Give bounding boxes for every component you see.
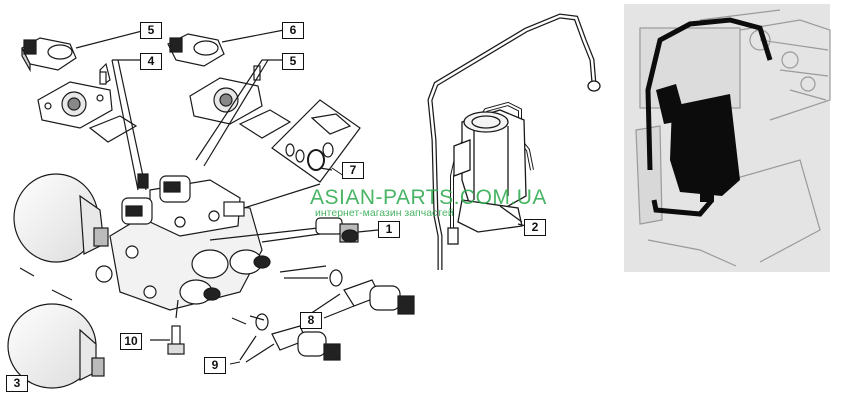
solenoid-valve-lower <box>239 313 341 363</box>
watermark-site: ASIAN-PARTS.COM.UA <box>310 186 547 209</box>
pressure-sensor-left <box>21 29 147 73</box>
callout-5: 5 <box>282 53 304 70</box>
accumulator-lower <box>7 303 105 389</box>
callout-9: 9 <box>204 357 226 374</box>
pressure-sensor-right <box>167 29 285 67</box>
solenoid-valve-upper <box>303 269 415 319</box>
pump-motor-block <box>656 84 740 202</box>
installation-photo <box>624 4 831 272</box>
sensor-base-plate-right <box>189 59 292 167</box>
callout-3: 3 <box>6 375 28 392</box>
valve-block <box>95 173 328 325</box>
callout-1: 1 <box>378 221 400 238</box>
pump-assembly-view <box>427 13 601 270</box>
callout-8: 8 <box>300 312 322 329</box>
callout-10: 10 <box>120 333 142 350</box>
callout-2: 2 <box>524 219 546 236</box>
callout-7: 7 <box>342 162 364 179</box>
pressure-switch <box>315 217 379 243</box>
drain-plug <box>150 325 185 355</box>
hydraulic-unit-exploded-view <box>7 29 415 389</box>
watermark-tagline: интернет-магазин запчастей <box>315 207 454 219</box>
accumulator-upper <box>13 173 109 301</box>
callout-6-left: 5 <box>140 22 162 39</box>
sensor-base-plate-left <box>37 59 147 191</box>
sensor-kit-detail <box>271 99 361 183</box>
callout-6-right: 6 <box>282 22 304 39</box>
callout-4: 4 <box>140 53 162 70</box>
